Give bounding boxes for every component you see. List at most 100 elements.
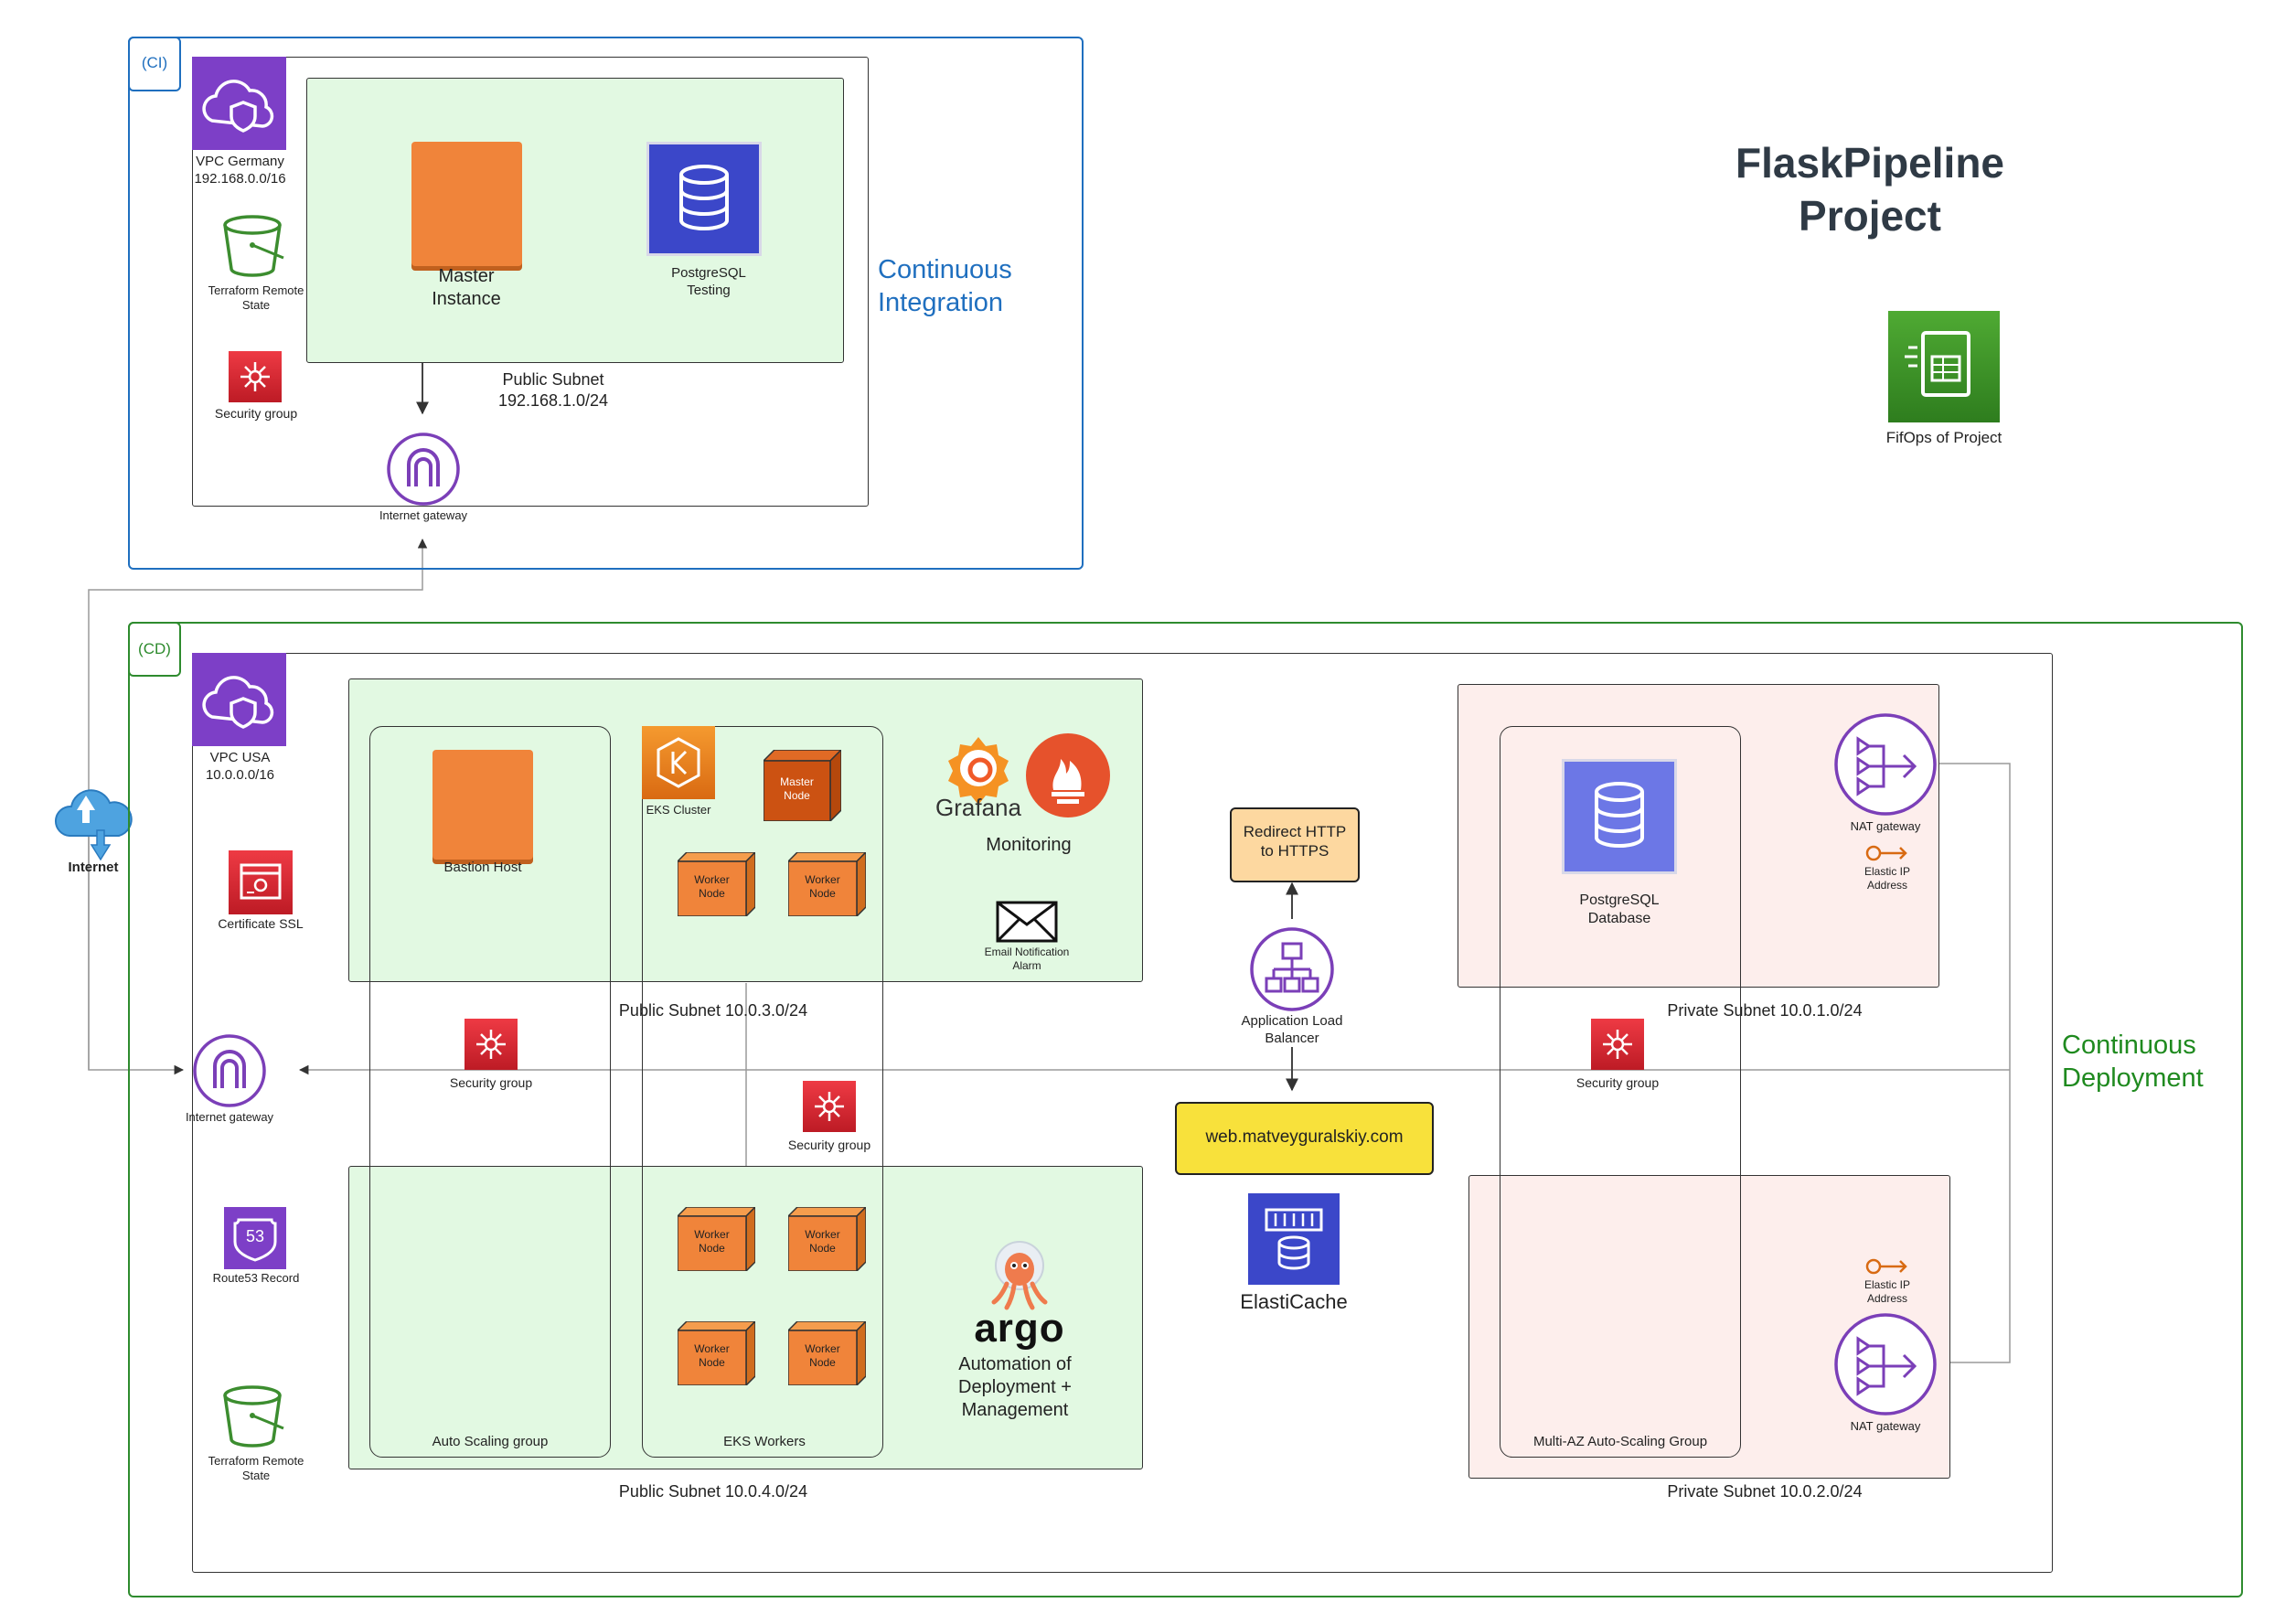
worker-node-cube: Worker Node (676, 1205, 757, 1273)
grafana-icon (942, 732, 1015, 805)
worker-node-cube: Worker Node (676, 1320, 757, 1387)
public-subnet-1-label: Public Subnet 10.0.3.0/24 (618, 1001, 808, 1020)
ci-tag-label: (CI) (141, 54, 168, 71)
cd-container (128, 622, 2243, 1597)
elastic-ip-icon (1865, 1256, 1909, 1277)
worker-node-label: Worker Node (694, 1342, 730, 1369)
worker-node-label: Worker Node (805, 1228, 840, 1255)
bucket-icon (219, 212, 289, 282)
ci-master-label: Master Instance (432, 266, 501, 309)
database-icon (646, 142, 762, 256)
public-subnet-2-label: Public Subnet 10.0.4.0/24 (618, 1482, 808, 1501)
security-group-icon (1591, 1019, 1644, 1070)
nat-gateway-link (1937, 763, 2011, 1363)
prometheus-icon (1024, 732, 1112, 819)
route53-glyph: 53 (245, 1227, 265, 1245)
ci-vpc-label: VPC Germany 192.168.0.0/16 (194, 154, 286, 187)
cd-cert-label: Certificate SSL (218, 916, 304, 931)
argo-caption: Automation of Deployment + Management (958, 1354, 1072, 1420)
internet-gateway-icon (386, 432, 461, 507)
grafana-wordmark: Grafana (935, 794, 1021, 821)
elastic-ip-label-2: Elastic IP Address (1863, 1278, 1910, 1305)
cd-security-group-label-1: Security group (449, 1075, 533, 1090)
worker-node-cube: Worker Node (786, 1320, 868, 1387)
worker-node-cube: Worker Node (786, 1205, 868, 1273)
internet-gateway-icon (192, 1033, 267, 1108)
ci-subnet-label: Public Subnet 192.168.1.0/24 (497, 370, 609, 410)
ci-container (128, 37, 1084, 570)
route53-icon: 53 (224, 1207, 286, 1269)
auto-scaling-group (369, 726, 611, 1458)
vpc-cloud-icon (192, 57, 286, 150)
security-group-icon (803, 1081, 856, 1132)
worker-node-label: Worker Node (694, 873, 730, 900)
cd-vpc-label: VPC USA 10.0.0.0/16 (205, 750, 275, 783)
security-group-icon (229, 351, 282, 402)
cd-igw-label: Internet gateway (185, 1110, 274, 1124)
cd-security-group-label-3: Security group (1575, 1075, 1660, 1090)
multi-az-label: Multi-AZ Auto-Scaling Group (1532, 1434, 1708, 1449)
ci-igw-label: Internet gateway (379, 508, 468, 522)
worker-node-label: Worker Node (805, 873, 840, 900)
devops-document-icon (1888, 311, 2000, 422)
ci-vpc-boundary (192, 57, 869, 507)
argo-octopus-icon (983, 1236, 1056, 1319)
master-node-label: Master Node (780, 775, 814, 802)
ci-terraform-label: Terraform Remote State (208, 283, 304, 313)
master-node-cube: Master Node (762, 748, 843, 823)
nat-gateway-icon (1832, 711, 1938, 817)
elasticache-icon (1248, 1193, 1340, 1285)
certificate-icon (229, 850, 293, 914)
ec2-instance-icon (411, 142, 522, 266)
eks-cluster-icon (642, 726, 715, 799)
ci-tag (128, 37, 181, 91)
ec2-instance-icon (433, 750, 533, 860)
cd-security-group-label-2: Security group (787, 1138, 871, 1152)
ci-section-label: Continuous Integration (878, 255, 1012, 318)
internet-label: Internet (68, 860, 119, 875)
asg-label: Auto Scaling group (432, 1434, 549, 1449)
bucket-icon (219, 1383, 289, 1452)
private-subnet-1-label: Private Subnet 10.0.1.0/24 (1667, 1001, 1863, 1020)
monitoring-label: Monitoring (986, 835, 1072, 855)
worker-node-label: Worker Node (805, 1342, 840, 1369)
internet-to-cd-igw-line (88, 805, 185, 1075)
ci-postgres-label: PostgreSQL Testing (671, 265, 746, 298)
bastion-label: Bastion Host (443, 860, 522, 875)
worker-node-cube: Worker Node (786, 850, 868, 918)
vpc-cloud-icon (192, 653, 286, 746)
email-icon (996, 901, 1058, 943)
private-subnet-2-label: Private Subnet 10.0.2.0/24 (1667, 1482, 1863, 1501)
worker-node-label: Worker Node (694, 1228, 730, 1255)
email-label: Email Notification Alarm (984, 946, 1070, 972)
database-icon (1562, 759, 1677, 874)
domain-box (1175, 1102, 1434, 1175)
postgres-db-label: PostgreSQL Database (1579, 892, 1660, 926)
argo-wordmark: argo (974, 1306, 1065, 1351)
nat-gateway-label-2: NAT gateway (1850, 1419, 1921, 1433)
ci-security-group-label: Security group (214, 406, 298, 421)
devops-label: FifOps of Project (1885, 429, 2002, 446)
cd-route53-label: Route53 Record (212, 1271, 300, 1285)
redirect-box (1230, 807, 1360, 882)
ci-public-subnet (306, 78, 844, 363)
elastic-ip-label-1: Elastic IP Address (1863, 865, 1910, 892)
elasticache-label: ElastiCache (1240, 1290, 1348, 1313)
multi-az-asg (1500, 726, 1741, 1458)
internet-cloud-icon (53, 779, 133, 863)
elastic-ip-icon (1865, 843, 1909, 863)
eks-workers-label: EKS Workers (723, 1434, 806, 1449)
load-balancer-icon (1248, 925, 1336, 1013)
security-group-icon (465, 1019, 518, 1070)
alb-label: Application Load Balancer (1241, 1013, 1343, 1046)
redirect-label: Redirect HTTP to HTTPS (1243, 823, 1347, 860)
nat-gateway-icon (1832, 1311, 1938, 1417)
page-title: FlaskPipeline Project (1735, 139, 2004, 240)
cd-tag (128, 622, 181, 677)
cd-terraform-label: Terraform Remote State (208, 1454, 304, 1483)
eks-cluster-label: EKS Cluster (646, 803, 711, 817)
cd-vpc-boundary (192, 653, 2053, 1573)
worker-node-cube: Worker Node (676, 850, 757, 918)
cd-section-label: Continuous Deployment (2062, 1031, 2204, 1094)
nat-gateway-label-1: NAT gateway (1850, 819, 1921, 833)
